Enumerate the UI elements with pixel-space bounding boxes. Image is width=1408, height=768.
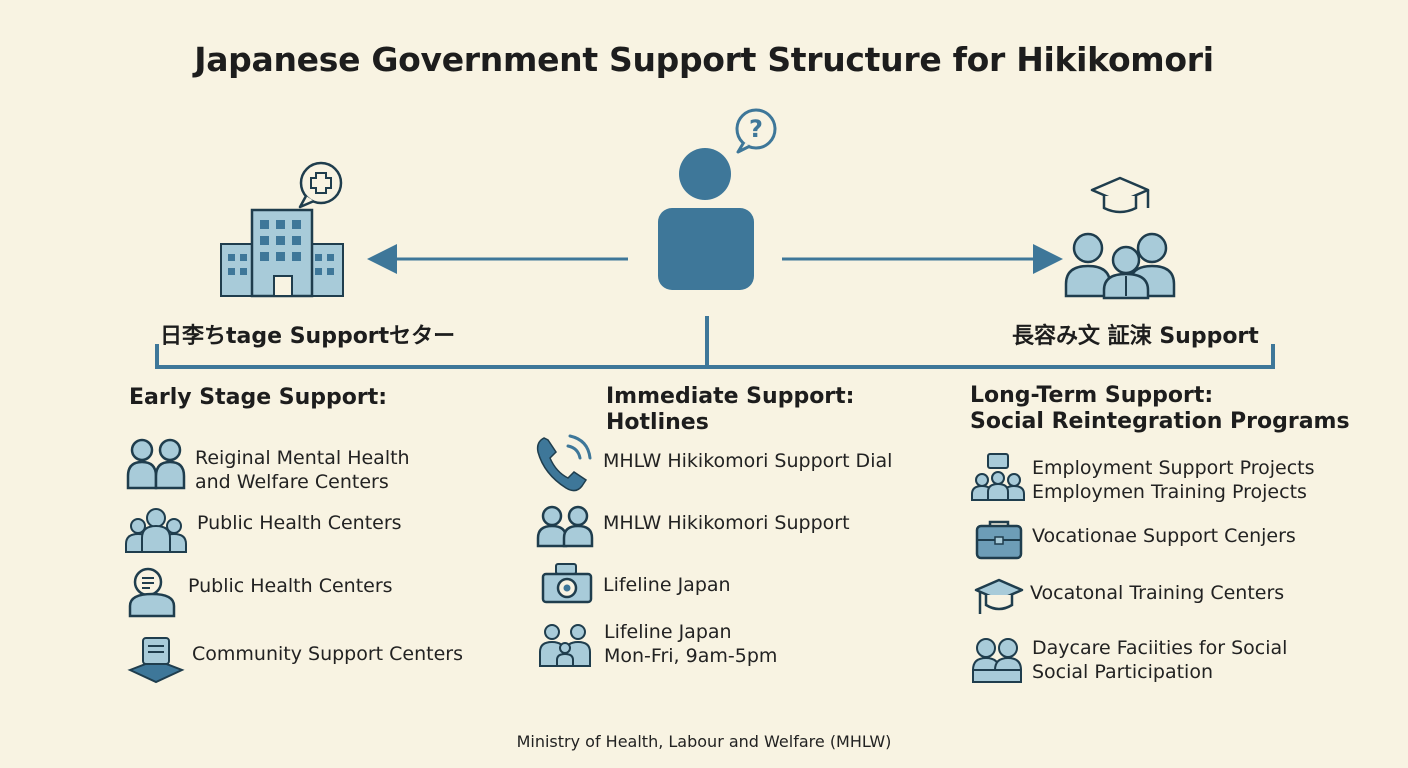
family-icon (539, 624, 591, 667)
lifeline-icon (541, 563, 593, 604)
item-line: and Welfare Centers (195, 471, 389, 493)
employment-group-icon (971, 453, 1025, 501)
list-item: Community Support Centers (192, 642, 463, 666)
item-line: Mon-Fri, 9am-5pm (604, 645, 778, 667)
heading-line: Long-Term Support: (970, 383, 1214, 408)
two-people-icon (536, 505, 594, 548)
hospital-building-icon (220, 161, 344, 298)
heading-line: Hotlines (606, 410, 709, 435)
item-line: Vocationae Support Cenjers (1032, 525, 1296, 547)
community-center-icon (127, 637, 185, 684)
family-graduation-icon (1064, 176, 1176, 300)
item-line: MHLW Hikikomori Support (603, 512, 850, 534)
list-item: Public Health Centers (188, 574, 393, 598)
heading-line: Early Stage Support: (129, 385, 388, 410)
list-item: Lifeline Japan Mon-Fri, 9am-5pm (604, 620, 777, 668)
list-item: MHLW Hikikomori Support (603, 511, 850, 535)
person-with-question-icon: ? (658, 108, 777, 290)
list-item: Vocationae Support Cenjers (1032, 524, 1296, 548)
item-line: Lifeline Japan (604, 621, 732, 643)
group-icon (125, 508, 187, 553)
list-item: Lifeline Japan (603, 573, 731, 597)
phone-icon (536, 434, 592, 492)
list-item: Daycare Faciities for Social Social Part… (1032, 636, 1287, 684)
item-line: Lifeline Japan (603, 574, 731, 596)
svg-text:?: ? (749, 115, 763, 143)
briefcase-icon (975, 520, 1023, 560)
item-line: Social Participation (1032, 661, 1213, 683)
item-line: Vocatonal Training Centers (1030, 582, 1285, 604)
left-node-label: 日李ちtage Supportセター (160, 324, 456, 349)
person-chat-icon (128, 567, 176, 618)
item-line: Employment Support Projects (1032, 457, 1315, 479)
item-line: Employmen Training Projects (1032, 481, 1307, 503)
two-people-icon (126, 438, 186, 490)
item-line: Public Health Centers (188, 575, 393, 597)
heading-line: Immediate Support: (606, 384, 855, 409)
graduation-cap-icon (974, 578, 1024, 614)
column-heading-early: Early Stage Support: (129, 385, 387, 411)
item-line: Daycare Faciities for Social (1032, 637, 1288, 659)
list-item: Public Health Centers (197, 511, 402, 535)
footer-credit: Ministry of Health, Labour and Welfare (… (516, 732, 892, 751)
column-heading-longterm: Long-Term Support: Social Reintegration … (970, 383, 1350, 435)
diagram-title: Japanese Government Support Structure fo… (194, 40, 1214, 79)
list-item: MHLW Hikikomori Support Dial (603, 449, 892, 473)
item-line: Community Support Centers (192, 643, 464, 665)
item-line: Public Health Centers (197, 512, 402, 534)
list-item: Employment Support Projects Employmen Tr… (1032, 456, 1315, 504)
list-item: Vocatonal Training Centers (1030, 581, 1284, 605)
people-desk-icon (972, 638, 1022, 683)
list-item: Reiginal Mental Health and Welfare Cente… (195, 446, 410, 494)
heading-line: Social Reintegration Programs (970, 409, 1350, 434)
column-heading-immediate: Immediate Support: Hotlines (606, 384, 854, 436)
item-line: Reiginal Mental Health (195, 447, 410, 469)
right-node-label: 長容み文 証涑 Support (1012, 324, 1259, 349)
item-line: MHLW Hikikomori Support Dial (603, 450, 893, 472)
